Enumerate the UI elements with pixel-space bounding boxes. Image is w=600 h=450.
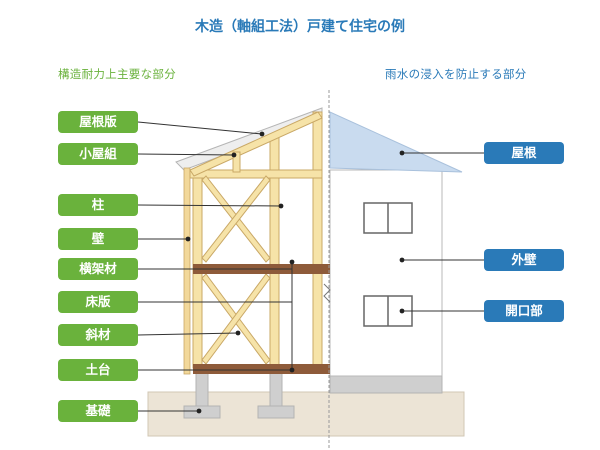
- roof-board: [175, 107, 323, 171]
- label-floor-board: 床版: [58, 291, 138, 313]
- label-post: 柱: [58, 194, 138, 216]
- exterior-wall: [329, 169, 443, 377]
- label-roof: 屋根: [484, 142, 564, 164]
- label-openings: 開口部: [484, 300, 564, 322]
- label-horizontal-member: 横架材: [58, 258, 138, 280]
- leader-dots-right: [399, 150, 405, 314]
- sill-beam: [193, 364, 330, 374]
- label-roof-board: 屋根版: [58, 111, 138, 133]
- label-foundation: 基礎: [58, 400, 138, 422]
- right-heading: 雨水の浸入を防止する部分: [385, 67, 527, 81]
- leader-lines-left: [137, 121, 293, 412]
- diagram-title: 木造（軸組工法）戸建て住宅の例: [195, 19, 405, 35]
- label-exterior-wall: 外壁: [484, 249, 564, 271]
- exterior-roof: [329, 111, 463, 173]
- windows: [363, 202, 413, 327]
- label-wall: 壁: [58, 228, 138, 250]
- break-mark: [323, 283, 331, 303]
- left-heading: 構造耐力上主要な部分: [58, 67, 176, 81]
- foundation-footings: [183, 371, 295, 419]
- base-skirting: [329, 374, 443, 394]
- label-sill: 土台: [58, 359, 138, 381]
- wall-board: [183, 167, 191, 375]
- leader-lines-right: [402, 152, 484, 312]
- label-brace: 斜材: [58, 324, 138, 346]
- leader-dots-left: [185, 131, 295, 414]
- label-roof-truss: 小屋組: [58, 143, 138, 165]
